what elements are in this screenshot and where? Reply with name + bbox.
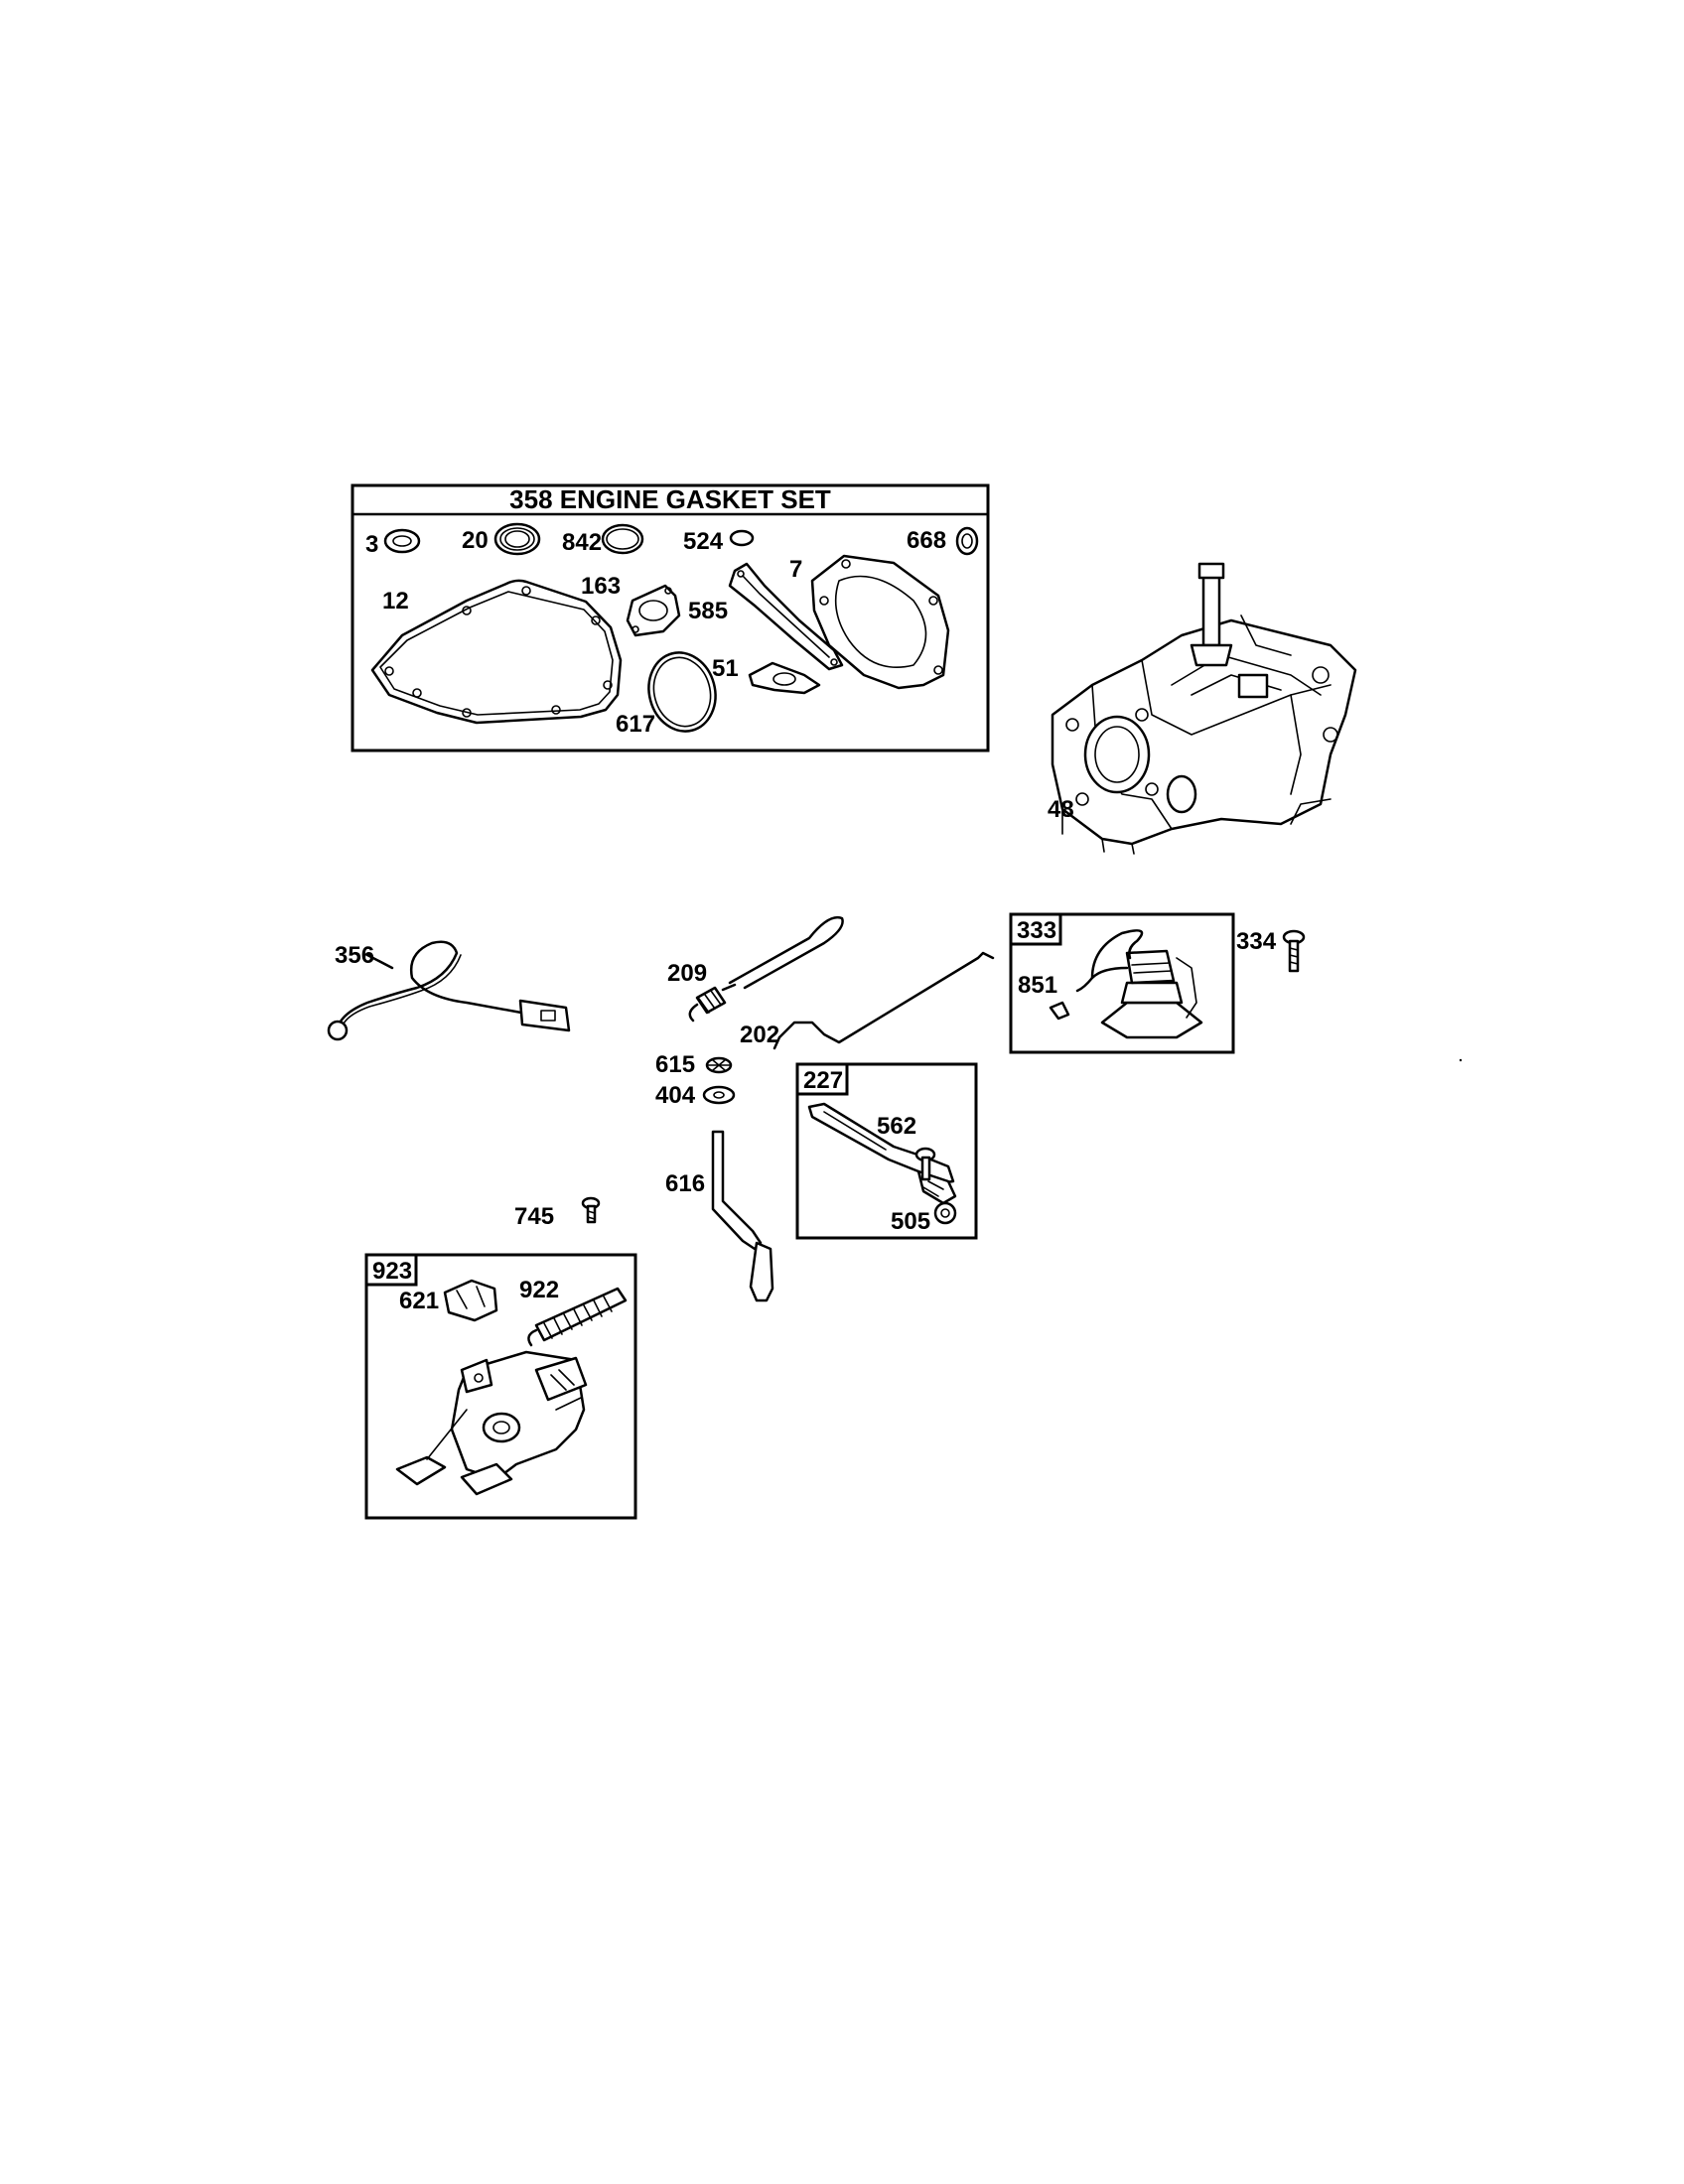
callout-48: 48 <box>1048 796 1074 823</box>
part-356-ground-wire: 356 <box>327 940 571 1041</box>
part-12-gasket <box>370 579 623 725</box>
callout-202: 202 <box>740 1022 779 1048</box>
callout-3: 3 <box>365 531 378 558</box>
callout-621: 621 <box>399 1288 439 1314</box>
part-404-washer: 404 <box>655 1082 736 1109</box>
callout-524: 524 <box>683 528 724 555</box>
gasket-set-box <box>351 483 990 752</box>
callout-51: 51 <box>712 655 739 682</box>
callout-922: 922 <box>519 1277 559 1303</box>
part-585-gasket <box>728 562 844 671</box>
part-842-ring <box>601 523 644 555</box>
callout-7: 7 <box>789 556 802 583</box>
box-923-tag <box>364 1253 418 1287</box>
callout-209: 209 <box>667 960 707 987</box>
callout-923: 923 <box>372 1258 412 1285</box>
part-209-spring-link: 209 <box>667 915 844 1023</box>
part-668-washer <box>955 526 979 556</box>
callout-668: 668 <box>907 527 946 554</box>
part-227-lever-group: 227 562 505 <box>795 1062 978 1240</box>
callout-356: 356 <box>335 942 374 969</box>
callout-505: 505 <box>891 1208 930 1235</box>
part-745-screw: 745 <box>514 1196 601 1230</box>
part-334-screw: 334 <box>1236 928 1306 973</box>
stray-dot <box>1459 1058 1463 1062</box>
callout-333: 333 <box>1017 917 1056 944</box>
callout-615: 615 <box>655 1051 695 1078</box>
box-227 <box>795 1062 978 1240</box>
callout-851: 851 <box>1018 972 1057 999</box>
callout-163: 163 <box>581 573 621 600</box>
part-163-gasket <box>626 584 681 637</box>
gasket-set-title: 358 ENGINE GASKET SET <box>509 484 831 514</box>
callout-842: 842 <box>562 529 602 556</box>
part-923-control-bracket-group: 923 621 922 <box>364 1253 637 1520</box>
callout-745: 745 <box>514 1203 554 1230</box>
part-48-engine-block: 48 <box>1048 562 1357 855</box>
part-615-nut: 615 <box>655 1051 733 1078</box>
box-333 <box>1009 912 1235 1054</box>
box-227-tag <box>795 1062 849 1096</box>
callout-334: 334 <box>1236 928 1277 955</box>
part-524-ring <box>729 529 755 547</box>
box-923 <box>364 1253 637 1520</box>
box-333-tag <box>1009 912 1062 946</box>
part-616-governor-shaft: 616 <box>665 1130 774 1302</box>
callout-562: 562 <box>877 1113 916 1140</box>
callout-20: 20 <box>462 527 489 554</box>
callout-617: 617 <box>616 711 655 738</box>
part-20-seal <box>493 522 541 556</box>
callout-227: 227 <box>803 1067 843 1094</box>
callout-616: 616 <box>665 1170 705 1197</box>
callout-12: 12 <box>382 588 409 614</box>
part-617-ring <box>647 651 717 733</box>
part-202-governor-rod: 202 <box>740 951 995 1050</box>
part-333-ignition-armature-group: 333 851 <box>1009 912 1235 1054</box>
part-3-seal <box>383 528 421 554</box>
callout-404: 404 <box>655 1082 696 1109</box>
gasket-set-group: 358 ENGINE GASKET SET <box>351 483 990 752</box>
callout-585: 585 <box>688 598 728 624</box>
part-7-head-gasket <box>810 554 950 690</box>
part-51-gasket <box>748 661 821 695</box>
